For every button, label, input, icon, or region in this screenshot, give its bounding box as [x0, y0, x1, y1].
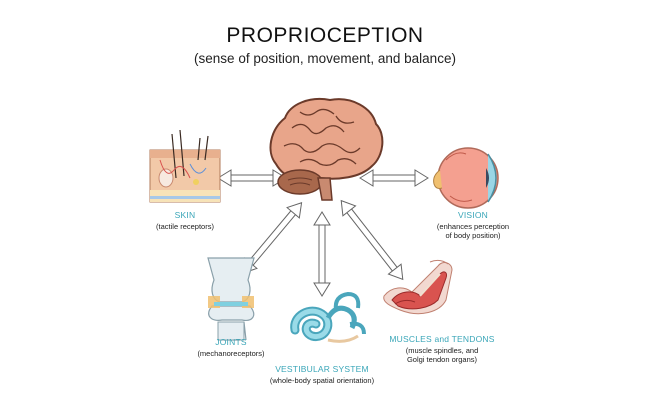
label-muscles: MUSCLES and TENDONS (muscle spindles, an… [382, 334, 502, 364]
muscles-title: MUSCLES and TENDONS [389, 334, 495, 344]
vestibular-title: VESTIBULAR SYSTEM [275, 364, 369, 374]
diagram-subtitle: (sense of position, movement, and balanc… [194, 51, 456, 66]
eye-illustration [433, 147, 499, 209]
vestibular-illustration [290, 291, 366, 343]
joints-title: JOINTS [215, 337, 247, 347]
vision-detail-1: (enhances perception [436, 222, 510, 231]
skin-illustration [149, 129, 221, 203]
arrow-brain-vestibular [313, 211, 331, 297]
muscles-detail-2: Golgi tendon organs) [406, 355, 478, 364]
arrow-brain-muscles [340, 199, 404, 281]
arrow-brain-skin [217, 169, 287, 187]
joints-detail: (mechanoreceptors) [197, 349, 265, 358]
arrow-brain-vision [359, 169, 429, 187]
label-vestibular: VESTIBULAR SYSTEM (whole-body spatial or… [262, 364, 382, 385]
muscles-detail-1: (muscle spindles, and [405, 346, 479, 355]
vision-title: VISION [457, 210, 488, 220]
skin-detail: (tactile receptors) [156, 222, 214, 231]
diagram-title: PROPRIOCEPTION [226, 24, 424, 47]
brain-illustration [269, 98, 384, 201]
label-joints: JOINTS (mechanoreceptors) [176, 337, 286, 358]
vestibular-detail: (whole-body spatial orientation) [269, 376, 375, 385]
muscles-tendons-illustration [383, 259, 453, 315]
skin-title: SKIN [174, 210, 196, 220]
vision-detail-2: of body position) [445, 231, 501, 240]
knee-joint-illustration [207, 257, 255, 341]
label-vision: VISION (enhances perception of body posi… [418, 210, 528, 240]
label-skin: SKIN (tactile receptors) [140, 210, 230, 231]
